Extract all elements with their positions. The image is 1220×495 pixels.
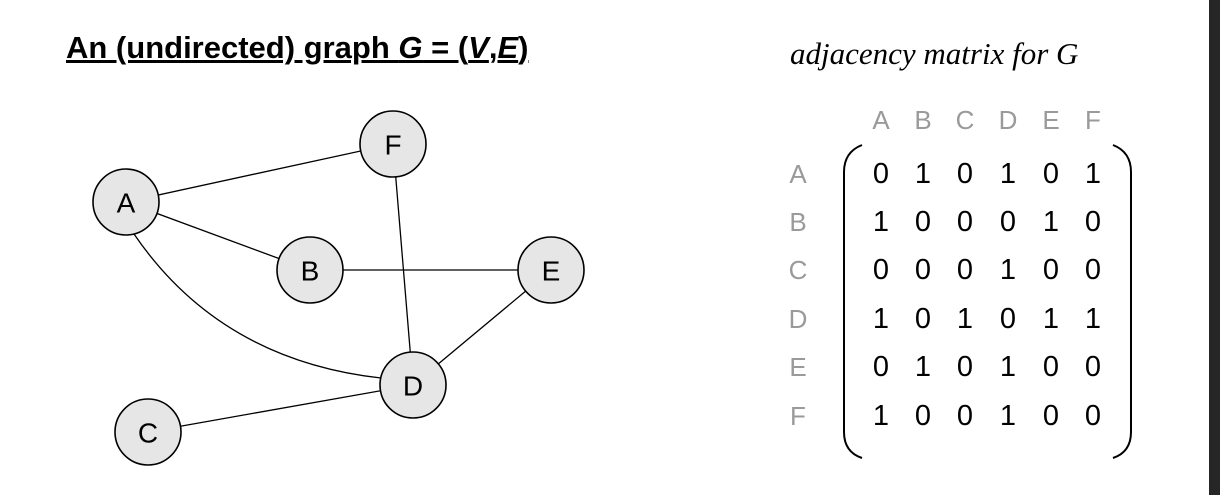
node-label-B: B <box>301 256 320 287</box>
matrix-cell: 1 <box>914 158 932 190</box>
title-g: G <box>398 30 423 65</box>
title-e: E <box>497 30 519 65</box>
node-label-E: E <box>542 256 561 287</box>
matrix-cell: 0 <box>872 351 890 383</box>
right-bracket <box>1112 144 1132 459</box>
matrix-cell: 0 <box>914 206 932 238</box>
title-prefix: An (undirected) graph <box>66 30 399 65</box>
matrix-cell: 0 <box>872 254 890 286</box>
title-v: V <box>468 30 489 65</box>
matrix-row-label: F <box>790 401 806 431</box>
node-circle-E <box>517 236 585 304</box>
matrix-cell: 0 <box>914 254 932 286</box>
matrix-cell: 1 <box>956 303 974 335</box>
title-mid: = ( <box>422 30 469 65</box>
right-edge-bar <box>1209 0 1220 495</box>
matrix-cell: 0 <box>1042 400 1060 432</box>
edge-A-F <box>125 143 394 203</box>
matrix-cell: 1 <box>999 351 1017 383</box>
edge-C-D <box>147 384 414 433</box>
node-circle-C <box>114 398 182 466</box>
matrix-col-label: E <box>1042 105 1060 135</box>
matrix-cell: 0 <box>956 254 974 286</box>
matrix-cell: 0 <box>1084 400 1102 432</box>
matrix-cell: 0 <box>999 206 1017 238</box>
matrix-cell: 1 <box>999 400 1017 432</box>
matrix-title: adjacency matrix for G <box>790 36 1079 71</box>
matrix-cell: 0 <box>1084 206 1102 238</box>
matrix-row-label: A <box>789 159 807 189</box>
matrix-cell: 1 <box>1084 303 1102 335</box>
edge-F-D <box>392 143 414 386</box>
matrix-row-label: C <box>788 255 808 285</box>
edge-A-D <box>133 233 382 379</box>
matrix-row-label: B <box>789 207 807 237</box>
matrix-row-label: D <box>788 304 808 334</box>
matrix-cell: 1 <box>999 158 1017 190</box>
matrix-cell: 0 <box>956 206 974 238</box>
matrix-col-label: A <box>872 105 890 135</box>
matrix-cell: 0 <box>914 400 932 432</box>
title-comma: , <box>488 30 498 65</box>
matrix-cell: 0 <box>1042 254 1060 286</box>
matrix-row-label: E <box>789 352 807 382</box>
node-F: F <box>359 110 427 178</box>
matrix-cell: 1 <box>914 351 932 383</box>
matrix-cell: 1 <box>1042 303 1060 335</box>
matrix-cell: 1 <box>1042 206 1060 238</box>
matrix-cell: 0 <box>1084 254 1102 286</box>
matrix-cell: 0 <box>872 158 890 190</box>
nodes-layer: A B C D E F <box>92 110 585 466</box>
matrix-cell: 1 <box>999 254 1017 286</box>
matrix-cell: 0 <box>956 158 974 190</box>
node-E: E <box>517 236 585 304</box>
graph-title: An (undirected) graph G = (V,E) <box>66 30 529 66</box>
node-B: B <box>276 236 344 304</box>
matrix-col-label: B <box>914 105 932 135</box>
matrix-col-label: F <box>1085 105 1101 135</box>
matrix-cell: 0 <box>999 303 1017 335</box>
node-circle-F <box>359 110 427 178</box>
title-close: ) <box>518 30 529 65</box>
matrix-col-label: C <box>955 105 975 135</box>
matrix-cell: 0 <box>956 351 974 383</box>
matrix-cell: 0 <box>1042 351 1060 383</box>
matrix-cell: 1 <box>872 303 890 335</box>
matrix-cell: 0 <box>914 303 932 335</box>
node-D: D <box>379 351 447 419</box>
left-bracket <box>843 144 863 459</box>
node-A: A <box>92 168 160 236</box>
matrix-col-label: D <box>998 105 1018 135</box>
node-circle-D <box>379 351 447 419</box>
matrix-cell: 1 <box>872 206 890 238</box>
node-label-C: C <box>138 418 158 449</box>
matrix-cell: 0 <box>1042 158 1060 190</box>
node-label-A: A <box>117 188 136 219</box>
matrix-cell: 1 <box>872 400 890 432</box>
matrix-cell: 1 <box>1084 158 1102 190</box>
matrix-cell: 0 <box>956 400 974 432</box>
node-circle-A <box>92 168 160 236</box>
node-C: C <box>114 398 182 466</box>
node-label-D: D <box>403 371 423 402</box>
node-circle-B <box>276 236 344 304</box>
matrix-cell: 0 <box>1084 351 1102 383</box>
node-label-F: F <box>384 130 401 161</box>
